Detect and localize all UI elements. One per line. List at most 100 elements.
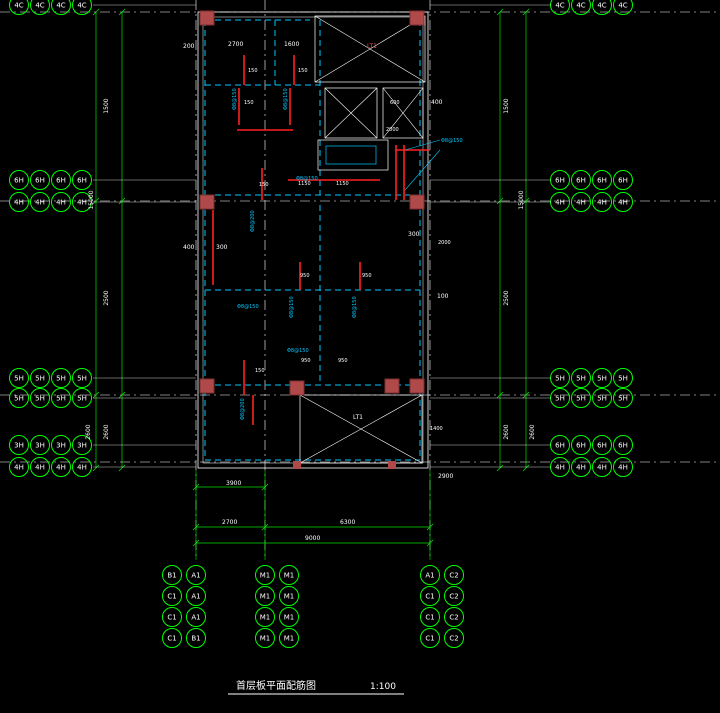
dim-right-inner-tick-3 — [496, 464, 504, 472]
column-6 — [289, 380, 305, 396]
dim-right-1: 1500 — [503, 98, 510, 113]
bubble-left-r1-bottom-0-text: 5H — [14, 395, 24, 403]
dim-right-5: 2600 — [529, 424, 536, 439]
bubble-bottom-c2-r2-circle — [255, 607, 275, 627]
bubble-bottom-c2-r0-text: M1 — [260, 572, 271, 580]
bubble-left-r1-bottom-3-circle — [72, 388, 92, 408]
bubble-top-right-0-text: 4C — [555, 2, 564, 10]
bubble-bottom-c0-r2-circle — [162, 607, 182, 627]
dim-bottom-span-2: 6300 — [340, 519, 355, 526]
bubble-right-r0-bottom-1-text: 4H — [576, 199, 586, 207]
side-mark-5: 2900 — [438, 473, 453, 480]
bubble-right-r1-bottom-1-text: 5H — [576, 395, 586, 403]
dim-right-4: 2600 — [503, 424, 510, 439]
bubble-bottom-c4-r0-text: A1 — [425, 572, 434, 580]
opening-top-label: LT1 — [367, 43, 377, 50]
bubble-left-r1-bottom-2-text: 5H — [56, 395, 66, 403]
bubble-bottom-c1-r1-text: A1 — [191, 593, 200, 601]
bubble-left-r0-bottom-1-circle — [30, 192, 50, 212]
bubble-bottom-c4-r3-circle — [420, 628, 440, 648]
bubble-bottom-c5-r3-text: C2 — [449, 635, 458, 643]
bubble-left-r0-top-1-text: 6H — [35, 177, 45, 185]
bubble-top-right-1-text: 4C — [576, 2, 585, 10]
bubble-bottom-c5-r0-circle — [444, 565, 464, 585]
bubble-top-left-2-circle — [51, 0, 71, 15]
rebar-label-6: Φ8@150 — [237, 304, 259, 310]
bubble-bottom-c0-r1-circle — [162, 586, 182, 606]
opening-bottom-diag-b — [299, 394, 423, 464]
bubble-left-r1-top-3-circle — [72, 368, 92, 388]
bubble-right-r0-top-0-text: 6H — [555, 177, 565, 185]
bubble-bottom-c4-r3-text: C1 — [425, 635, 434, 643]
opening-mid-right-frame — [382, 87, 424, 139]
span-text-3: 1150 — [298, 181, 311, 187]
rebar-label-5: Φ8@200 — [240, 398, 246, 420]
bubble-left-r1-bottom-1-text: 5H — [35, 395, 45, 403]
span-text-0: 150 — [248, 68, 258, 74]
opening-bottom-frame — [299, 394, 423, 464]
bubble-right-r2-top-1-text: 6H — [576, 442, 586, 450]
stair-box — [317, 139, 389, 171]
bubble-left-r1-bottom-2-circle — [51, 388, 71, 408]
bubble-bottom-c3-r1-text: M1 — [284, 593, 295, 601]
leader-a — [404, 139, 441, 151]
bubble-bottom-c3-r0-circle — [279, 565, 299, 585]
bubble-left-r1-bottom-3-text: 5H — [77, 395, 87, 403]
bubble-left-r2-bottom-1-text: 4H — [35, 464, 45, 472]
bubble-right-r2-bottom-1-text: 4H — [576, 464, 586, 472]
bubble-bottom-c4-r1-text: C1 — [425, 593, 434, 601]
side-mark-2: 300 — [216, 244, 228, 251]
bubble-left-r2-top-1-text: 3H — [35, 442, 45, 450]
bubble-left-r1-top-1-text: 5H — [35, 375, 45, 383]
bubble-right-r0-bottom-1-circle — [571, 192, 591, 212]
bubble-right-r1-top-1-circle — [571, 368, 591, 388]
span-text-7: 950 — [300, 273, 310, 279]
rebar-label-4: Φ8@150 — [352, 296, 358, 318]
bubble-left-r2-bottom-2-text: 4H — [56, 464, 66, 472]
bubble-right-r2-bottom-3-circle — [613, 457, 633, 477]
bubble-left-r0-top-0-circle — [9, 170, 29, 190]
dim-left-outer-tick-2 — [92, 391, 100, 399]
bubble-top-left-0-circle — [9, 0, 29, 15]
dim-left-4: 2600 — [103, 424, 110, 439]
bubble-bottom-c4-r1-circle — [420, 586, 440, 606]
bubble-left-r2-top-1-circle — [30, 435, 50, 455]
bubble-top-left-3-text: 4C — [77, 2, 86, 10]
dim-right-outer-tick-0 — [522, 8, 530, 16]
bubble-bottom-c2-r0-circle — [255, 565, 275, 585]
bubble-left-r0-bottom-3-text: 4H — [77, 199, 87, 207]
dim-right-outer-tick-3 — [522, 464, 530, 472]
bubble-left-r2-top-2-circle — [51, 435, 71, 455]
column-3 — [409, 194, 425, 210]
rebar-label-2: Φ8@200 — [250, 210, 256, 232]
bubble-top-left-1-circle — [30, 0, 50, 15]
bubble-right-r1-bottom-3-circle — [613, 388, 633, 408]
bubble-top-left-1-text: 4C — [35, 2, 44, 10]
bubble-right-r0-top-1-circle — [571, 170, 591, 190]
bubble-right-r0-top-2-circle — [592, 170, 612, 190]
bubble-left-r1-bottom-1-circle — [30, 388, 50, 408]
bubble-bottom-c3-r0-text: M1 — [284, 572, 295, 580]
bubble-right-r0-top-2-text: 6H — [597, 177, 607, 185]
column-0 — [199, 10, 215, 26]
dim-left-3: 2500 — [103, 290, 110, 305]
bubble-bottom-c1-r2-circle — [186, 607, 206, 627]
bubble-bottom-c3-r1-circle — [279, 586, 299, 606]
bubble-right-r2-top-1-circle — [571, 435, 591, 455]
column-7 — [384, 378, 400, 394]
bubble-bottom-c3-r2-circle — [279, 607, 299, 627]
bubble-bottom-c5-r2-circle — [444, 607, 464, 627]
dim-left-outer-tick-3 — [92, 464, 100, 472]
outer-wall — [197, 11, 429, 469]
bubble-left-r2-bottom-0-text: 4H — [14, 464, 24, 472]
bubble-bottom-c2-r2-text: M1 — [260, 614, 271, 622]
bubble-top-left-2-text: 4C — [56, 2, 65, 10]
bubble-bottom-c0-r3-circle — [162, 628, 182, 648]
bubble-left-r2-top-0-circle — [9, 435, 29, 455]
bubble-right-r1-bottom-0-text: 5H — [555, 395, 565, 403]
bubble-left-r0-bottom-1-text: 4H — [35, 199, 45, 207]
bubble-bottom-c2-r1-text: M1 — [260, 593, 271, 601]
bubble-top-right-2-circle — [592, 0, 612, 15]
span-text-8: 950 — [362, 273, 372, 279]
bubble-right-r2-top-2-circle — [592, 435, 612, 455]
